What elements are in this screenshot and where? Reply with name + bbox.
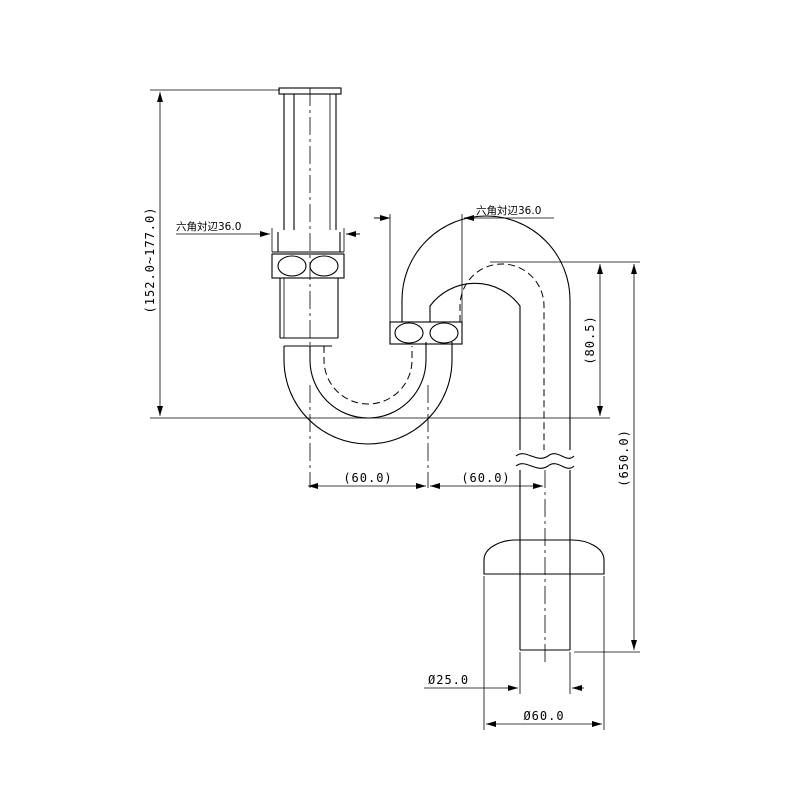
- inlet-pipe: [271, 87, 345, 347]
- dim-hex-nut-left: 六角対辺36.0: [176, 220, 360, 252]
- dim-total-height: (650.0): [574, 264, 640, 653]
- dim-flange-diameter: Ø60.0: [483, 576, 605, 730]
- inverted-u-bend: [401, 215, 571, 450]
- dim-pipe-diameter: Ø25.0: [424, 652, 584, 694]
- label-hex-nut-right: 六角対辺36.0: [476, 204, 541, 217]
- label-total-height: (650.0): [617, 429, 631, 487]
- label-pipe-diameter: Ø25.0: [428, 673, 469, 687]
- down-pipe: [519, 470, 571, 662]
- right-hex-nut: [389, 321, 463, 345]
- dim-trap-height: (80.5): [490, 261, 640, 416]
- dim-offsets: (60.0) (60.0): [308, 471, 543, 489]
- label-trap-height: (80.5): [583, 315, 597, 364]
- floor-flange: [483, 539, 605, 575]
- label-flange-diameter: Ø60.0: [523, 709, 564, 723]
- label-offset-left: (60.0): [343, 471, 392, 485]
- label-hex-nut-left: 六角対辺36.0: [176, 220, 241, 233]
- dim-inlet-length: (152.0~177.0): [143, 89, 610, 419]
- trap-u-bend: [283, 342, 453, 445]
- label-inlet-length: (152.0~177.0): [143, 207, 157, 314]
- break-marks: [515, 453, 575, 469]
- dim-hex-nut-right: 六角対辺36.0: [374, 204, 554, 322]
- label-offset-right: (60.0): [461, 471, 510, 485]
